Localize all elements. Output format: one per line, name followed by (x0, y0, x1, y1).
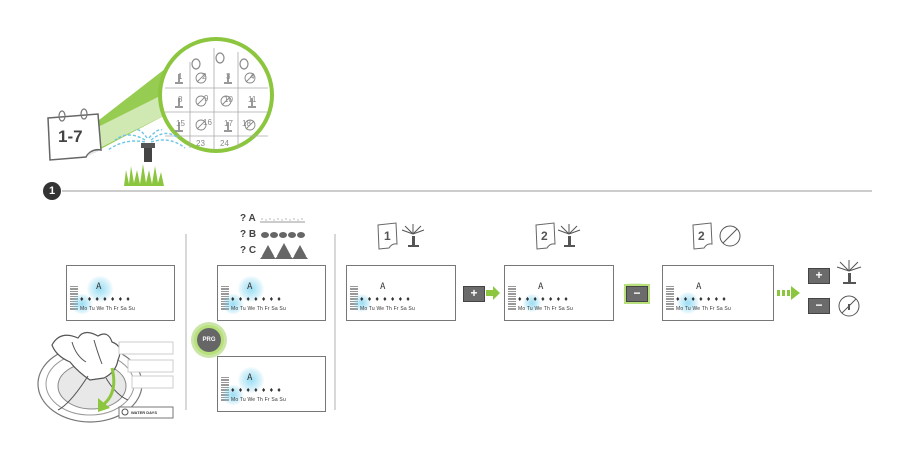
glow-highlight (71, 294, 93, 314)
lcd-days: Mo Tu We Th Fr Sa Su (518, 306, 573, 312)
cal-day: 10 (224, 95, 233, 104)
section-divider (334, 234, 336, 410)
plus-button[interactable]: + (463, 286, 485, 302)
lcd-days: Mo Tu We Th Fr Sa Su (360, 306, 415, 312)
lcd-segment: A (96, 282, 102, 292)
lcd-display-step-3: A ♦ ♦ ♦ ♦ ♦ ♦ ♦ Mo Tu We Th Fr Sa Su (662, 265, 774, 321)
lcd-drops: ♦ ♦ ♦ ♦ ♦ ♦ ♦ (518, 296, 569, 303)
cal-day: 18 (242, 119, 251, 128)
lcd-drops: ♦ ♦ ♦ ♦ ♦ ♦ ♦ (676, 296, 727, 303)
cal-day: 8 (178, 95, 183, 104)
lcd-segment: A (247, 373, 253, 383)
lcd-drops: ♦ ♦ ♦ ♦ ♦ ♦ ♦ (231, 296, 282, 303)
lcd-drops: ♦ ♦ ♦ ♦ ♦ ♦ ♦ (80, 296, 131, 303)
cal-day: 17 (224, 119, 233, 128)
lcd-segment: A (247, 282, 253, 292)
glow-highlight (222, 385, 244, 405)
cal-day: 4 (250, 72, 255, 81)
legend-minus-button: − (808, 298, 830, 314)
lcd-drops: ♦ ♦ ♦ ♦ ♦ ♦ ♦ (231, 387, 282, 394)
lcd-display-option-b: A ♦ ♦ ♦ ♦ ♦ ♦ ♦ Mo Tu We Th Fr Sa Su (217, 265, 326, 321)
option-c-label: ? C (240, 245, 257, 256)
day-icon-label: 1 (384, 229, 391, 243)
cal-day: 1 (178, 72, 183, 81)
prg-button[interactable]: PRG (197, 328, 221, 352)
cal-day: 15 (176, 119, 185, 128)
cal-day: 9 (204, 94, 209, 103)
lcd-display-initial: A ♦ ♦ ♦ ♦ ♦ ♦ ♦ Mo Tu We Th Fr Sa Su (66, 265, 175, 321)
glow-highlight (87, 276, 113, 302)
minus-button[interactable]: − (626, 286, 648, 302)
cal-day: 24 (220, 139, 229, 148)
lcd-segment: A (380, 282, 386, 292)
day-icon-label: 2 (541, 229, 548, 243)
lcd-display-step-2: A ♦ ♦ ♦ ♦ ♦ ♦ ♦ Mo Tu We Th Fr Sa Su (504, 265, 614, 321)
option-b-label: ? B (240, 229, 257, 240)
glow-highlight (222, 294, 244, 314)
lcd-days: Mo Tu We Th Fr Sa Su (80, 306, 135, 312)
cal-day: 11 (248, 95, 257, 104)
glow-highlight (238, 367, 264, 393)
glow-highlight (523, 294, 541, 312)
day-icon-label: 2 (698, 229, 705, 243)
glow-highlight (238, 276, 264, 302)
glow-highlight (677, 292, 699, 314)
step-number-badge: 1 (43, 182, 61, 200)
lcd-display-step-1: A ♦ ♦ ♦ ♦ ♦ ♦ ♦ Mo Tu We Th Fr Sa Su (346, 265, 456, 321)
dial-label-water-days: WATER DAYS (131, 410, 158, 415)
lcd-bars (666, 286, 674, 311)
cal-day: 16 (203, 118, 212, 127)
calendar-card-label: 1-7 (58, 127, 83, 146)
lcd-drops: ♦ ♦ ♦ ♦ ♦ ♦ ♦ (360, 296, 411, 303)
lcd-bars (508, 286, 516, 311)
section-divider (185, 234, 187, 410)
cal-day: 23 (196, 139, 205, 148)
lcd-days: Mo Tu We Th Fr Sa Su (231, 397, 286, 403)
glow-highlight (353, 294, 371, 312)
lcd-days: Mo Tu We Th Fr Sa Su (676, 306, 731, 312)
lcd-segment: A (696, 282, 702, 292)
cal-day: 3 (226, 72, 231, 81)
lcd-segment: A (538, 282, 544, 292)
lcd-display-option-c: A ♦ ♦ ♦ ♦ ♦ ♦ ♦ Mo Tu We Th Fr Sa Su (217, 356, 326, 412)
option-a-label: ? A (240, 213, 256, 224)
lcd-days: Mo Tu We Th Fr Sa Su (231, 306, 286, 312)
cal-day: 2 (202, 72, 207, 81)
legend-plus-button: + (808, 268, 830, 284)
